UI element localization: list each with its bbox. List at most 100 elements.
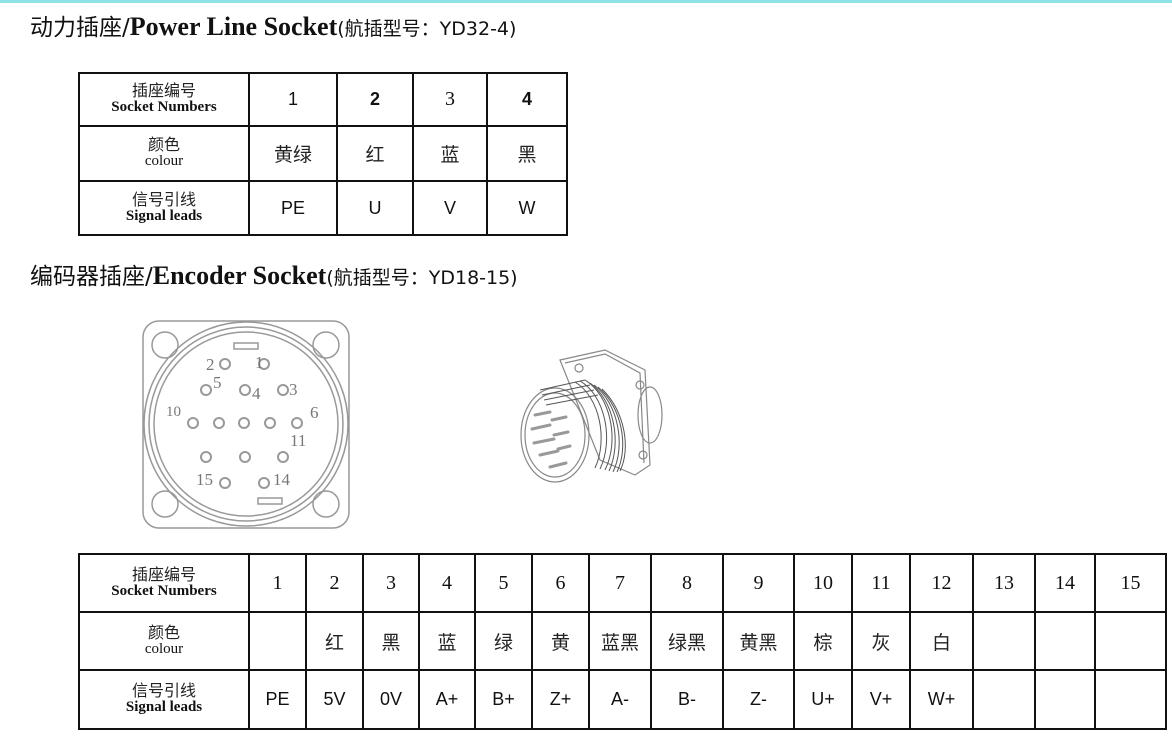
table-cell: 红 [336,125,414,182]
heading-cn: 编码器插座/ [30,264,153,290]
pin-hole [187,417,199,429]
table-cell [972,611,1036,671]
table-cell: 2 [305,553,364,613]
table-cell: W [486,180,568,236]
pin-label: 2 [206,355,215,374]
pin-label: 3 [289,380,298,399]
table-cell: 白 [909,611,974,671]
table-cell: 绿黑 [650,611,724,671]
table-cell: B+ [474,669,533,730]
label-cn: 颜色 [147,622,180,642]
table-cell: 5 [474,553,533,613]
table-cell: 黄 [531,611,590,671]
pin-hole [219,477,231,489]
table-cell: 7 [588,553,652,613]
table-cell: 4 [418,553,476,613]
pin-label: 15 [196,470,213,489]
table-cell: 3 [362,553,420,613]
table-cell: 蓝黑 [588,611,652,671]
table-cell: 10 [793,553,853,613]
table-cell: 黑 [486,125,568,182]
label-cn: 颜色 [147,135,180,155]
table-cell: 绿 [474,611,533,671]
pin-hole [200,384,212,396]
table-cell: 13 [972,553,1036,613]
label-en: colour [144,153,184,170]
pin-label: 4 [252,384,261,403]
heading-en: Power Line Socket [129,12,338,41]
pin-hole [258,358,270,370]
label-en: Signal leads [125,207,203,224]
table-cell: B- [650,669,724,730]
label-en: colour [144,640,184,657]
table-cell [1094,611,1167,671]
table-cell [1094,669,1167,730]
power-socket-heading: 动力插座/Power Line Socket(航插型号：YD32-4) [30,8,516,42]
label-cn: 信号引线 [131,189,196,209]
table-cell: 蓝 [412,125,488,182]
table-cell: 蓝 [418,611,476,671]
table-cell [972,669,1036,730]
table-cell: 2 [336,72,414,127]
pin-hole [258,477,270,489]
pin-hole [219,358,231,370]
pin-label: 11 [290,431,306,450]
table-cell: 6 [531,553,590,613]
table-cell [1034,611,1096,671]
table-cell: A- [588,669,652,730]
label-cn: 插座编号 [131,81,196,101]
table-cell: 棕 [793,611,853,671]
table-cell: 1 [248,72,338,127]
pin-label: 10 [166,404,181,420]
table-cell [1034,669,1096,730]
table-cell: 3 [412,72,488,127]
pin-label: 6 [310,403,319,422]
table-cell: 15 [1094,553,1167,613]
table-cell: 黄绿 [248,125,338,182]
table-cell: Z- [722,669,795,730]
heading-model: (航插型号：YD32-4) [337,18,517,40]
table-cell: U [336,180,414,236]
encoder-socket-heading: 编码器插座/Encoder Socket(航插型号：YD18-15) [30,257,518,291]
table-cell: 11 [851,553,911,613]
table-cell: W+ [909,669,974,730]
table-cell: V [412,180,488,236]
table-cell: PE [248,669,307,730]
label-en: Signal leads [125,699,203,716]
table-cell: 红 [305,611,364,671]
heading-model: (航插型号：YD18-15) [326,267,518,289]
pin-hole [239,451,251,463]
table-cell: 灰 [851,611,911,671]
label-cn: 插座编号 [131,564,196,584]
pin-hole [239,384,251,396]
heading-en: Encoder Socket [152,261,327,290]
pin-hole [238,417,250,429]
top-border-line [0,0,1172,3]
table-cell: 9 [722,553,795,613]
pin-hole [264,417,276,429]
pin-label: 1 [255,353,264,372]
heading-cn: 动力插座/ [30,15,130,41]
connector-face-diagram: 1 2 3 4 5 6 10 11 14 15 [142,320,350,529]
table-cell: 12 [909,553,974,613]
table-cell: 14 [1034,553,1096,613]
table-cell: 5V [305,669,364,730]
pin-label: 5 [213,373,222,392]
label-en: Socket Numbers [111,582,217,599]
table-cell: V+ [851,669,911,730]
table-cell: 0V [362,669,420,730]
table-cell: Z+ [531,669,590,730]
table-cell: PE [248,180,338,236]
